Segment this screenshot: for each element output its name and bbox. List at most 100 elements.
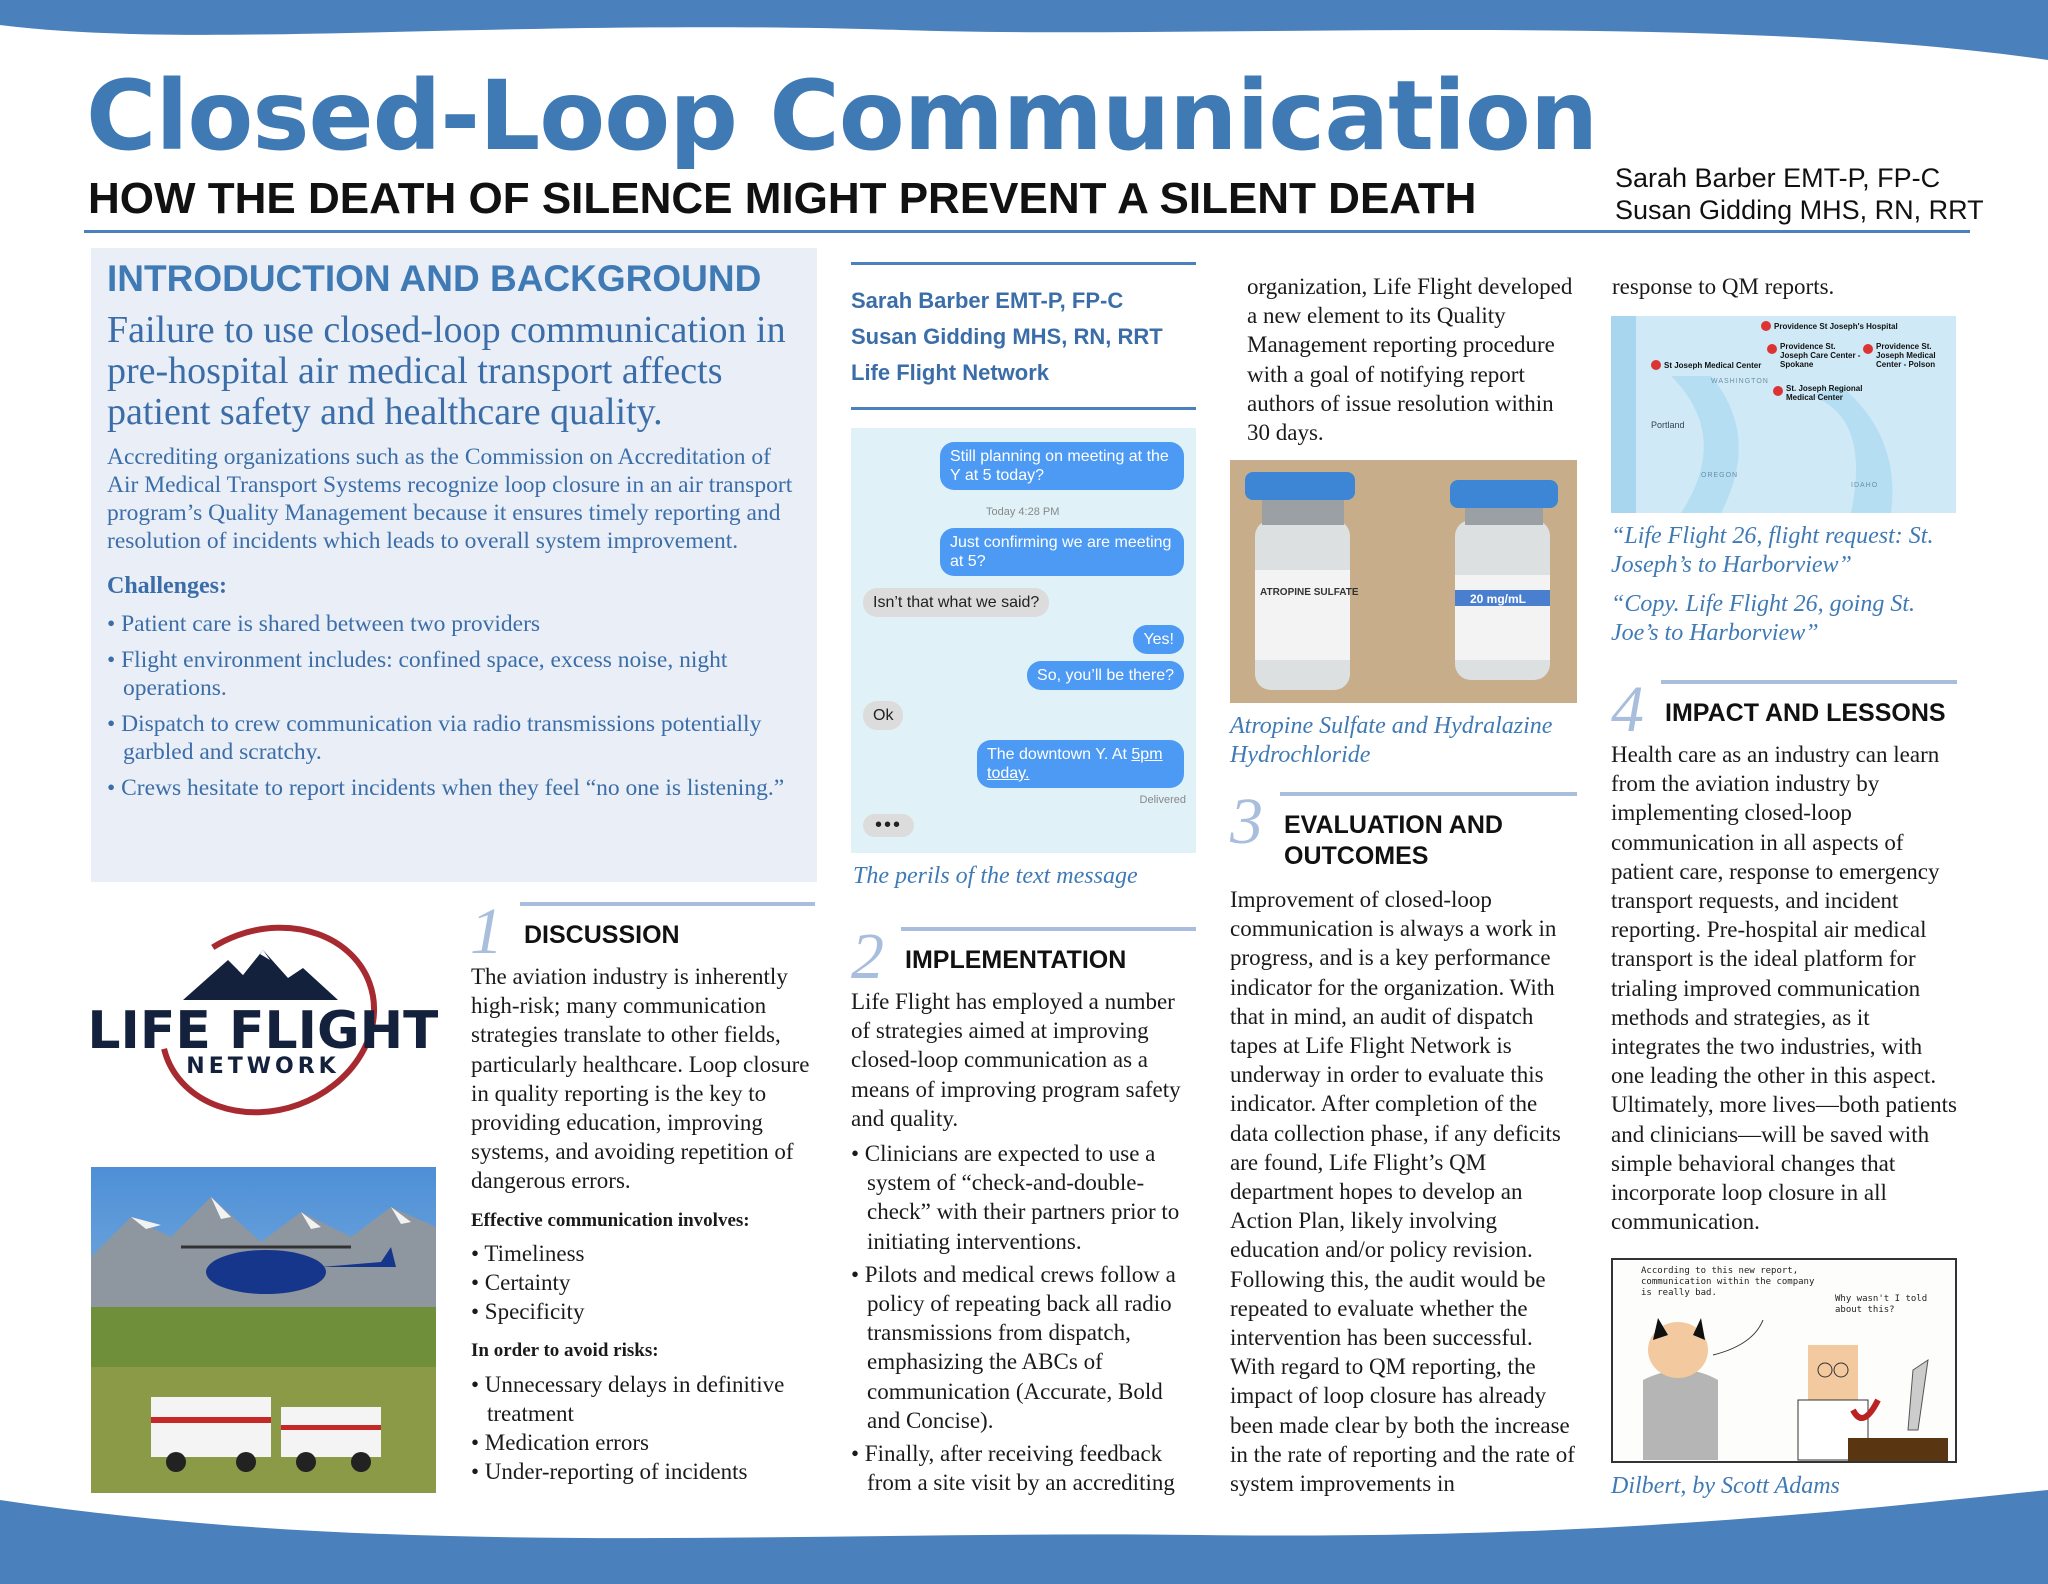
author: Susan Gidding MHS, RN, RRT [851, 324, 1163, 349]
sent-message: The downtown Y. At 5pm today. [977, 740, 1184, 788]
implementation-section: Life Flight has employed a number of str… [851, 987, 1196, 1497]
crew-quote: “Copy. Life Flight 26, going St. Joe’s t… [1611, 591, 1916, 646]
comic-caption: Dilbert, by Scott Adams [1611, 1473, 1840, 1499]
section-number: 4 [1611, 673, 1644, 746]
strategies-list: • Clinicians are expected to use a syste… [851, 1139, 1196, 1497]
message-link[interactable]: today. [987, 765, 1030, 782]
section-rule [1661, 680, 1957, 684]
evaluation-header: 3 EVALUATION AND OUTCOMES [1230, 785, 1577, 880]
section-heading: IMPLEMENTATION [905, 946, 1127, 974]
list-item: • Flight environment includes: confined … [107, 647, 728, 701]
hospital-pin-icon [1863, 344, 1873, 354]
helicopter-ambulance-photo [91, 1167, 436, 1493]
impact-body: Health care as an industry can learn fro… [1611, 742, 1957, 1235]
list-label: Effective communication involves: [471, 1209, 750, 1231]
discussion-body: The aviation industry is inherently high… [471, 964, 810, 1194]
list-item: • Patient care is shared between two pro… [107, 611, 541, 637]
vials-caption: Atropine Sulfate and Hydralazine Hydroch… [1230, 713, 1553, 768]
map-label: Providence St. Joseph Medical Center - P… [1876, 342, 1936, 369]
message-link[interactable]: 5pm [1131, 746, 1163, 763]
logo-subtext: NETWORK [186, 1054, 339, 1079]
intro-body: Accrediting organizations such as the Co… [107, 444, 793, 554]
continued-text: response to QM reports. [1612, 274, 1835, 299]
sent-message: Still planning on meeting at the Y at 5 … [940, 442, 1184, 490]
sent-message: Yes! [1133, 625, 1184, 654]
sent-message: Just confirming we are meeting at 5? [940, 528, 1184, 576]
list-item: • Unnecessary delays in definitive treat… [471, 1371, 785, 1426]
section-rule [520, 902, 815, 906]
author: Sarah Barber EMT-P, FP-C [851, 288, 1124, 313]
hospital-pin-icon [1767, 344, 1777, 354]
list-item: • Medication errors [471, 1430, 649, 1456]
life-flight-logo: LIFE FLIGHT NETWORK [87, 920, 439, 1125]
vial-label: 20 mg/mL [1470, 592, 1526, 606]
hospital-pin-icon [1651, 360, 1661, 370]
list-item: • Clinicians are expected to use a syste… [851, 1141, 1180, 1254]
section-heading: DISCUSSION [524, 921, 680, 949]
organization-authors: Sarah Barber EMT-P, FP-C Susan Gidding M… [851, 262, 1196, 410]
list-item: • Certainty [471, 1270, 571, 1296]
typing-indicator-icon: ••• [863, 814, 915, 837]
list-item: • Pilots and medical crews follow a poli… [851, 1261, 1176, 1433]
map-label: Providence St Joseph's Hospital [1774, 322, 1898, 331]
header-divider [84, 230, 1970, 233]
section-number: 3 [1230, 785, 1263, 858]
map-label: WASHINGTON [1711, 378, 1769, 385]
dilbert-comic: According to this new report, communicat… [1611, 1258, 1957, 1463]
vial-label: ATROPINE SULFATE [1260, 587, 1359, 598]
section-number: 1 [470, 895, 503, 968]
message-timestamp: Today 4:28 PM [986, 506, 1060, 518]
received-message: Isn’t that what we said? [863, 588, 1050, 617]
list-label: In order to avoid risks: [471, 1340, 659, 1362]
bottom-wave-banner [0, 1490, 2048, 1584]
intro-lead: Failure to use closed-loop communication… [107, 309, 786, 433]
map-label: St. Joseph Regional Medical Center [1786, 384, 1863, 402]
map-label: IDAHO [1851, 482, 1879, 489]
dispatch-quote: “Life Flight 26, flight request: St. Jos… [1611, 523, 1934, 578]
risks-list: • Unnecessary delays in definitive treat… [471, 1370, 816, 1487]
hospital-pin-icon [1773, 386, 1783, 396]
list-item: • Crews hesitate to report incidents whe… [107, 775, 785, 801]
regional-map: Providence St Joseph's Hospital Providen… [1611, 316, 1956, 513]
challenges-list: • Patient care is shared between two pro… [107, 610, 801, 802]
list-item: • Specificity [471, 1299, 585, 1325]
medication-vials-photo: ATROPINE SULFATE 20 mg/mL [1230, 460, 1577, 703]
map-label: Portland [1651, 420, 1685, 430]
implementation-body: Life Flight has employed a number of str… [851, 989, 1181, 1131]
list-item: • Under-reporting of incidents [471, 1459, 748, 1485]
text-message-screenshot: Still planning on meeting at the Y at 5 … [851, 428, 1196, 853]
author: Sarah Barber EMT-P, FP-C [1615, 163, 1941, 193]
discussion-header: 1 DISCUSSION [470, 895, 815, 970]
top-wave-banner [0, 0, 2048, 60]
implementation-header: 2 IMPLEMENTATION [851, 920, 1196, 995]
sms-caption: The perils of the text message [853, 863, 1138, 889]
section-rule [901, 927, 1196, 931]
received-message: Ok [863, 701, 904, 730]
intro-section: INTRODUCTION AND BACKGROUND Failure to u… [91, 248, 817, 882]
impact-header: 4 IMPACT AND LESSONS [1611, 673, 1957, 748]
section-rule [1280, 792, 1577, 796]
section-heading: IMPACT AND LESSONS [1665, 699, 1946, 727]
message-text: The downtown Y. At [987, 746, 1132, 763]
list-item: • Dispatch to crew communication via rad… [107, 711, 762, 765]
map-label: OREGON [1701, 472, 1739, 479]
map-label: St Joseph Medical Center [1664, 361, 1762, 370]
organization-name: Life Flight Network [851, 360, 1049, 385]
comic-speech-boss: According to this new report, communicat… [1641, 1266, 1815, 1298]
continued-text: organization, Life Flight developed a ne… [1247, 274, 1573, 446]
challenges-label: Challenges: [107, 573, 227, 599]
poster-subtitle: HOW THE DEATH OF SILENCE MIGHT PREVENT A… [88, 174, 1477, 223]
section-heading: EVALUATION AND OUTCOMES [1284, 811, 1503, 870]
discussion-section: The aviation industry is inherently high… [471, 962, 816, 1486]
section-number: 2 [851, 920, 884, 993]
author: Susan Gidding MHS, RN, RRT [1615, 195, 1984, 225]
map-label: Providence St. Joseph Care Center - Spok… [1780, 342, 1861, 369]
evaluation-body: Improvement of closed-loop communication… [1230, 887, 1575, 1497]
communication-list: • Timeliness • Certainty • Specificity [471, 1239, 816, 1327]
comic-speech-dilbert: Why wasn't I told about this? [1835, 1294, 1928, 1315]
logo-text: LIFE FLIGHT [88, 1001, 438, 1061]
poster-title: Closed-Loop Communication [86, 60, 1598, 172]
list-item: • Finally, after receiving feedback from… [851, 1441, 1175, 1496]
intro-heading: INTRODUCTION AND BACKGROUND [107, 258, 762, 299]
delivered-status: Delivered [1139, 794, 1186, 806]
